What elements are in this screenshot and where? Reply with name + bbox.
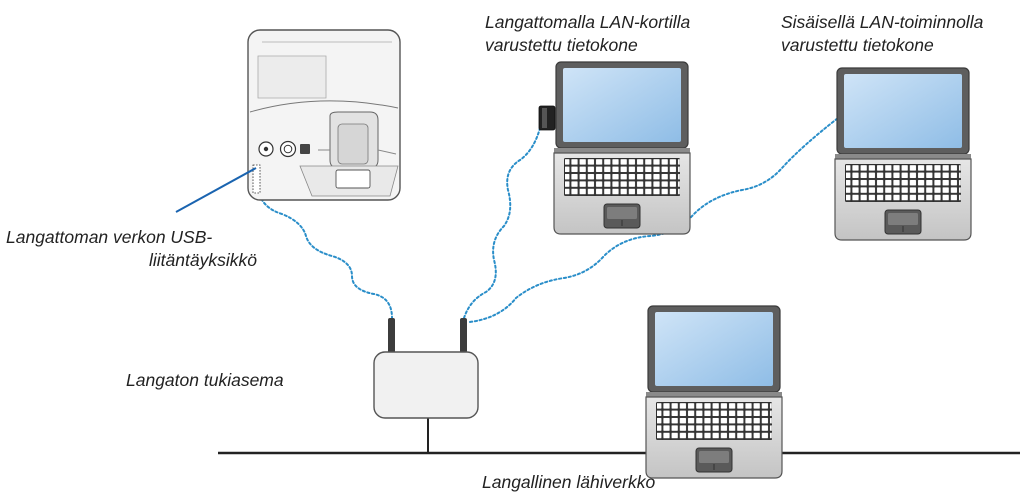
wireless-router-icon [373,318,479,419]
label-usb-unit-line1: Langattoman verkon USB- [6,227,213,247]
wireless-link-laptop-card [463,127,541,319]
label-builtin-lan-line2: varustettu tietokone [781,35,934,55]
label-builtin-lan-laptop: Sisäisellä LAN-toiminnolla varustettu ti… [781,11,983,57]
label-wireless-card-line2: varustettu tietokone [485,35,638,55]
laptop-icon-builtin-lan [834,67,972,241]
label-wireless-card-line1: Langattomalla LAN-kortilla [485,12,691,32]
label-builtin-lan-line1: Sisäisellä LAN-toiminnolla [781,12,984,32]
label-usb-unit-line2: liitäntäyksikkö [149,250,257,270]
label-access-point: Langaton tukiasema [126,370,284,390]
label-wireless-card-laptop: Langattomalla LAN-kortilla varustettu ti… [485,11,690,57]
label-wired-lan: Langallinen lähiverkko [482,472,656,492]
label-usb-unit: Langattoman verkon USB- liitäntäyksikkö [6,226,288,272]
laptop-icon-wireless-card [553,61,691,235]
wireless-link-projector [257,189,393,319]
laptop-icon-wired [645,305,783,479]
projector-icon [247,29,401,201]
usb-leader-line [175,167,257,213]
wireless-lan-card-icon [538,105,556,131]
wireless-link-laptop-builtin [469,117,839,323]
wireless-links [257,117,839,323]
